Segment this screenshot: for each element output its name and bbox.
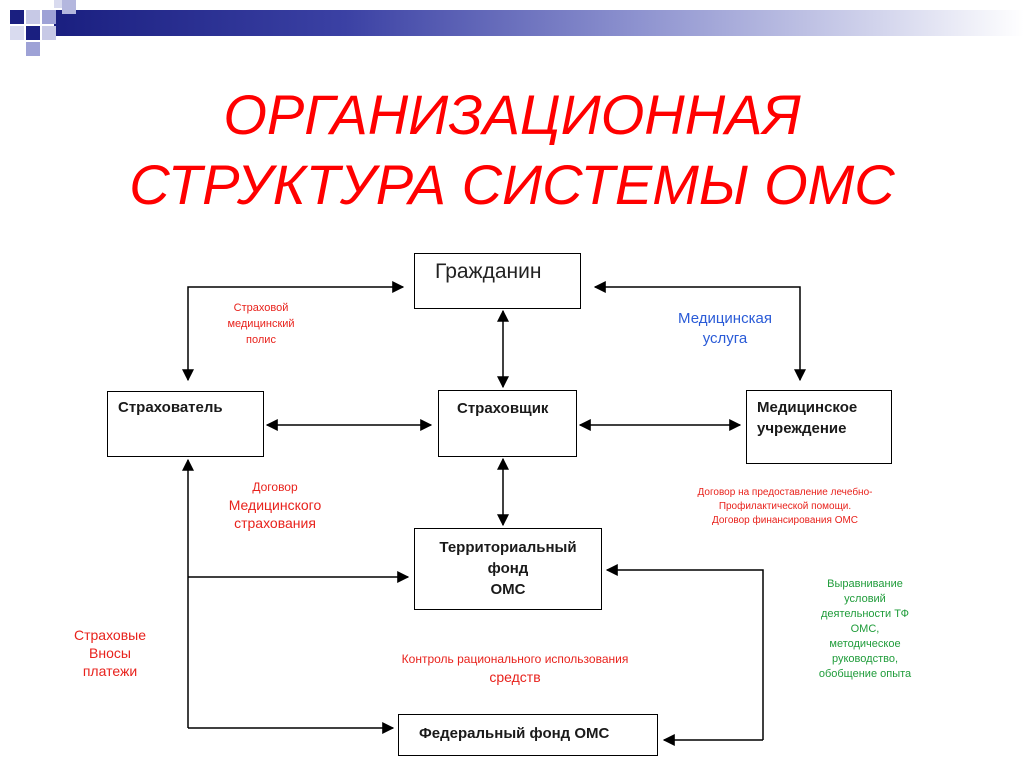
label-contributions-2: Вносы [89, 645, 131, 661]
decor-square [10, 10, 24, 24]
node-territorial-fund: Территориальный фонд ОМС [414, 528, 602, 610]
node-territorial-label-2: фонд [487, 560, 529, 577]
node-medical-label-1: Медицинское [757, 399, 858, 416]
label-provision-3: Договор финансирования ОМС [711, 515, 859, 526]
node-insurer-payer-label: Страхователь [118, 399, 223, 416]
label-provision-1: Договор на предоставление лечебно- [697, 487, 873, 498]
label-contract-2: Медицинского [228, 497, 322, 513]
label-control-2: средств [489, 669, 541, 685]
arrow-citizen-payer [182, 281, 405, 382]
label-contract-1: Договор [252, 480, 298, 494]
label-equal-6: руководство, [832, 653, 898, 665]
decor-square [62, 0, 76, 14]
label-control-1: Контроль рационального использования [401, 652, 629, 666]
label-policy-1: Страховой [233, 302, 289, 314]
decor-square [26, 42, 40, 56]
node-territorial-label-3: ОМС [490, 581, 526, 598]
node-territorial-label-1: Территориальный [439, 539, 577, 556]
decor-square [10, 26, 24, 40]
label-medical-service: Медицинская услуга [660, 309, 790, 349]
label-policy-2: медицинский [227, 318, 295, 330]
label-equalization: Выравнивание условий деятельности ТФ ОМС… [795, 577, 935, 682]
arrow-right-territorial [605, 564, 764, 740]
label-equal-4: ОМС, [850, 623, 880, 635]
node-medical: Медицинское учреждение [746, 390, 892, 464]
label-equal-2: условий [844, 593, 886, 605]
node-federal-fund: Федеральный фонд ОМС [398, 714, 658, 756]
label-service-2: услуга [702, 330, 748, 347]
decor-square [26, 26, 40, 40]
label-contributions: Страховые Вносы платежи [55, 626, 165, 680]
label-contributions-3: платежи [82, 663, 138, 679]
arrow-citizen-medical [593, 281, 806, 382]
decor-square [42, 26, 56, 40]
node-insurer: Страховщик [438, 390, 577, 457]
label-equal-5: методическое [829, 638, 901, 650]
label-equal-1: Выравнивание [827, 578, 903, 590]
label-control: Контроль рационального использования сре… [365, 650, 665, 686]
node-citizen: Гражданин [414, 253, 581, 309]
label-contract-3: страхования [234, 515, 316, 531]
label-equal-3: деятельности ТФ [821, 608, 909, 620]
decor-square [42, 10, 56, 24]
label-equal-7: обобщение опыта [818, 668, 912, 680]
label-insurance-contract: Договор Медицинского страхования [205, 478, 345, 532]
node-citizen-label: Гражданин [435, 260, 542, 283]
page-title: ОРГАНИЗАЦИОННАЯ СТРУКТУРА СИСТЕМЫ ОМС [0, 80, 1024, 220]
node-insurer-label: Страховщик [457, 400, 549, 417]
node-insurer-payer: Страхователь [107, 391, 264, 457]
title-line-2: СТРУКТУРА СИСТЕМЫ ОМС [129, 153, 895, 216]
label-provision-2: Профилактической помощи. [718, 501, 852, 512]
label-provision-contract: Договор на предоставление лечебно- Профи… [660, 486, 910, 528]
label-policy: Страховой медицинский полис [206, 300, 316, 348]
label-contributions-1: Страховые [73, 627, 146, 643]
label-service-1: Медицинская [678, 310, 772, 327]
decor-square [26, 10, 40, 24]
title-line-1: ОРГАНИЗАЦИОННАЯ [223, 83, 801, 146]
header-gradient-bar [54, 10, 1024, 36]
label-policy-3: полис [246, 334, 276, 346]
node-federal-label: Федеральный фонд ОМС [419, 725, 610, 742]
decor-square [54, 0, 66, 8]
node-medical-label-2: учреждение [757, 420, 847, 437]
